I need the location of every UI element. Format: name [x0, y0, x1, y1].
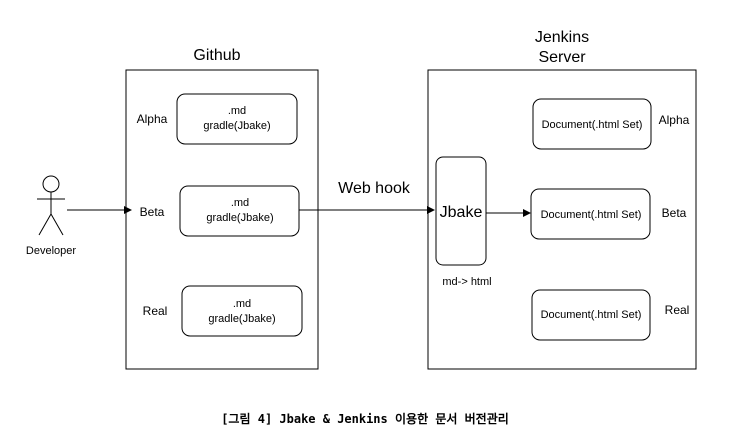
github-repo-line2-beta: gradle(Jbake)	[206, 212, 273, 224]
jbake-box	[435, 156, 487, 266]
jenkins-title-line2: Server	[538, 49, 586, 66]
github-repo-box-beta	[179, 185, 300, 237]
jbake-caption: md-> html	[442, 276, 491, 288]
github-repo-line1-real: .md	[233, 298, 251, 310]
jenkins-container	[427, 69, 697, 370]
jenkins-row-label-beta: Beta	[662, 206, 687, 220]
github-repo-line1-alpha: .md	[228, 105, 246, 117]
document-box-alpha	[532, 98, 652, 150]
github-row-label-real: Real	[143, 304, 168, 318]
github-repo-box-alpha	[176, 93, 298, 145]
document-label-real: Document(.html Set)	[541, 309, 642, 321]
github-repo-line1-beta: .md	[231, 197, 249, 209]
document-label-alpha: Document(.html Set)	[542, 119, 643, 131]
developer-actor-icon	[37, 175, 65, 236]
github-row-label-beta: Beta	[140, 205, 165, 219]
github-title: Github	[193, 47, 240, 64]
figure-caption: [그림 4] Jbake & Jenkins 이용한 문서 버전관리	[221, 411, 509, 426]
github-row-label-alpha: Alpha	[137, 112, 168, 126]
document-box-beta	[530, 188, 651, 240]
jenkins-row-label-alpha: Alpha	[659, 113, 690, 127]
github-container	[125, 69, 319, 370]
document-label-beta: Document(.html Set)	[541, 209, 642, 221]
developer-label: Developer	[26, 245, 76, 257]
jenkins-title-line1: Jenkins	[535, 29, 589, 46]
github-repo-box-real	[181, 285, 303, 337]
document-box-real	[531, 289, 651, 341]
github-repo-line2-alpha: gradle(Jbake)	[203, 120, 270, 132]
webhook-label: Web hook	[338, 180, 411, 197]
jbake-label: Jbake	[440, 204, 483, 221]
github-repo-line2-real: gradle(Jbake)	[208, 313, 275, 325]
jenkins-row-label-real: Real	[665, 303, 690, 317]
